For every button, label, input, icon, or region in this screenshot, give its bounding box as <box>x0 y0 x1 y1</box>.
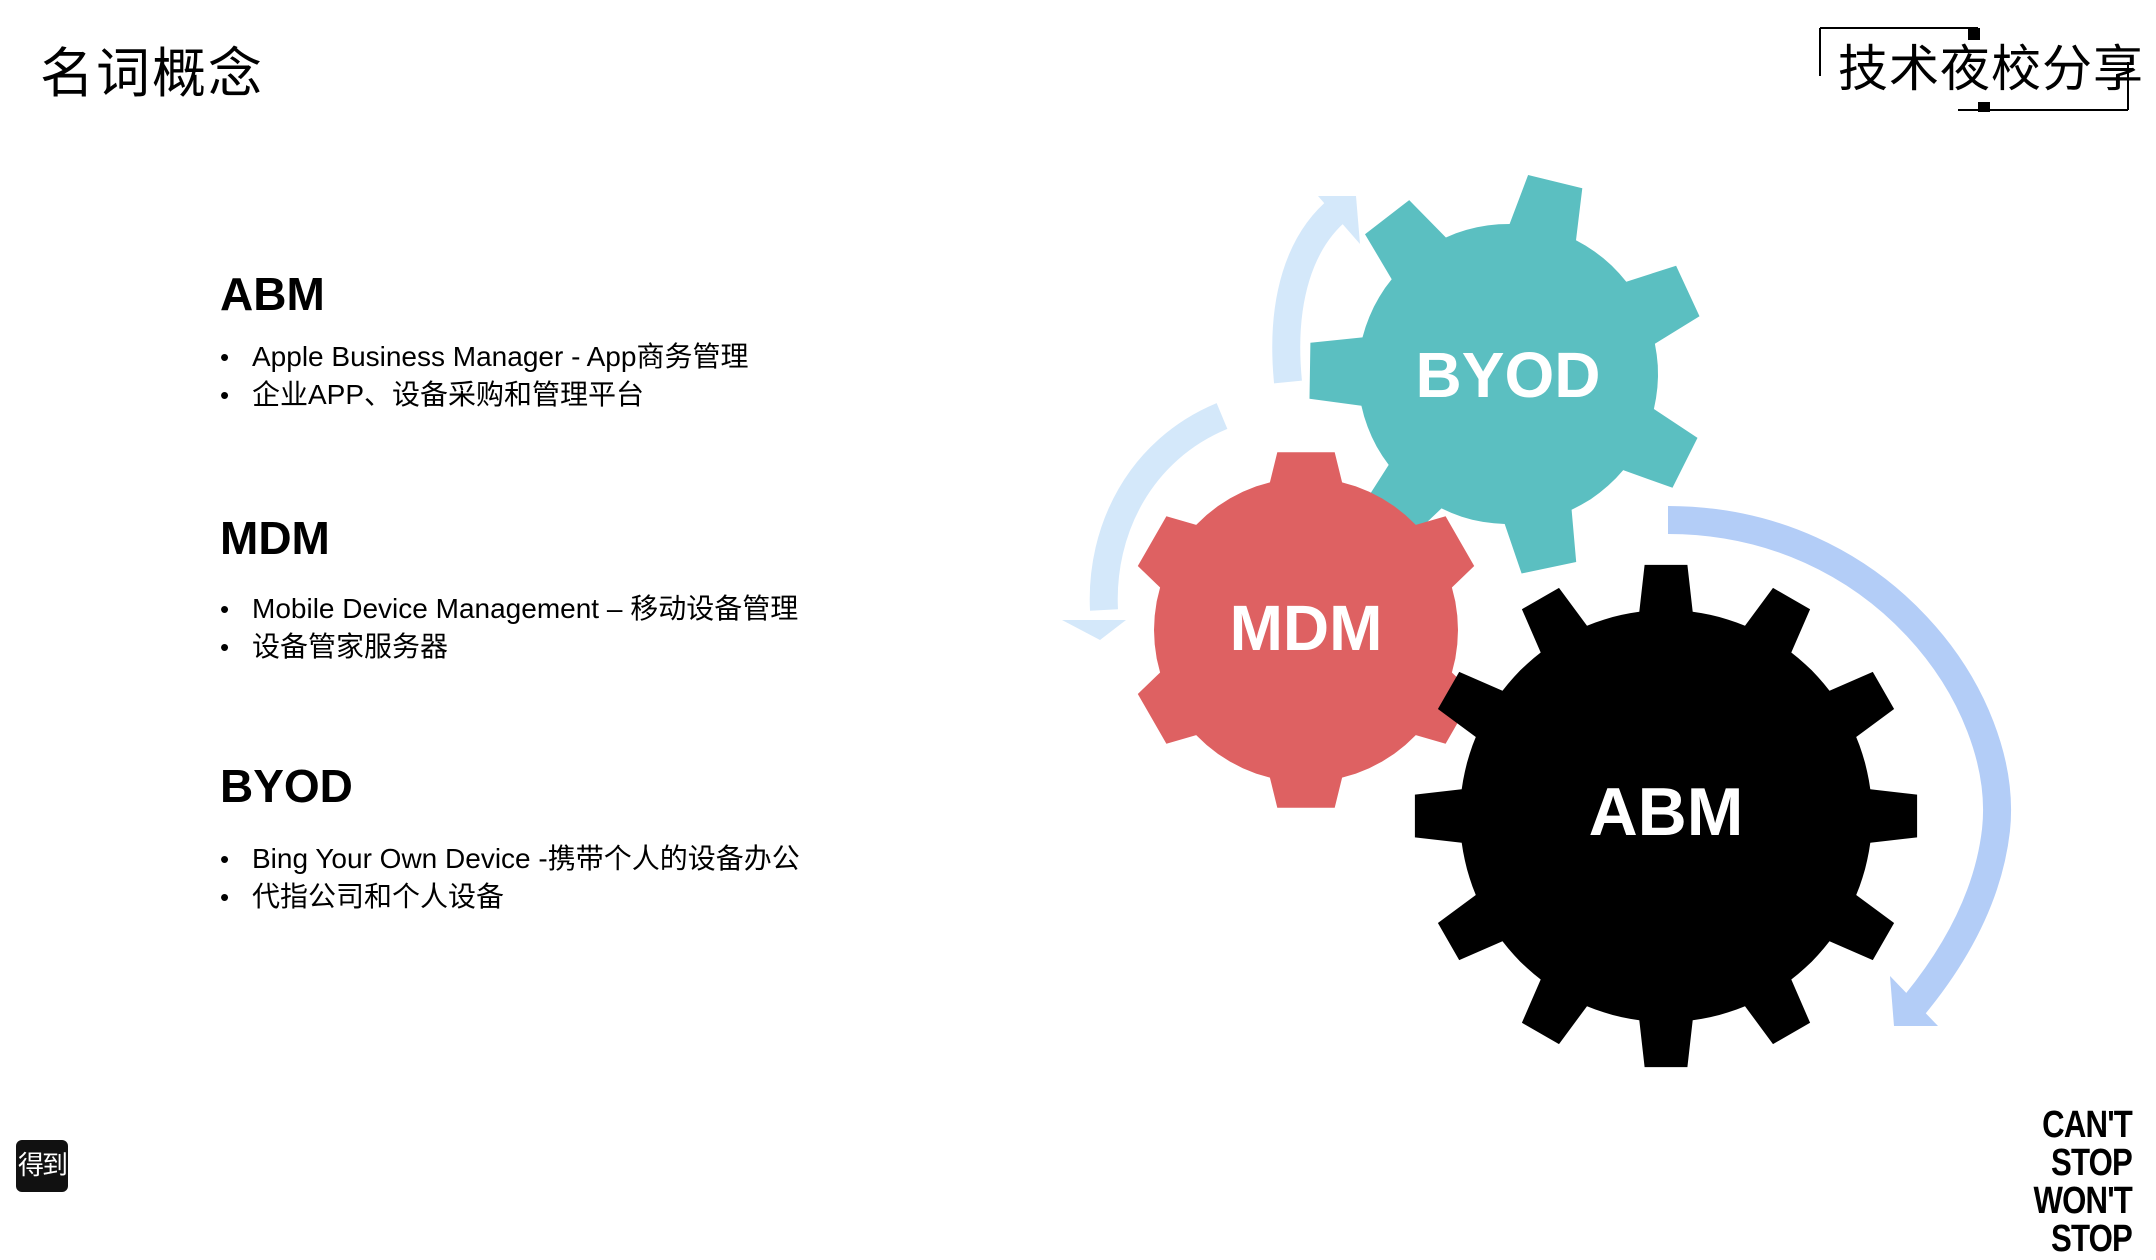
list-item: •Apple Business Manager - App商务管理 <box>220 341 749 372</box>
slogan-line: CAN'T STOP <box>2042 1104 2133 1184</box>
list-item: •代指公司和个人设备 <box>220 881 505 912</box>
slogan: CAN'T STOP WON'T STOP <box>1972 1106 2132 1258</box>
dedao-logo-icon: 得到 <box>16 1140 68 1192</box>
bullet-list: •Mobile Device Management – 移动设备管理 •设备管家… <box>220 590 798 666</box>
mdm-gear-label: MDM <box>1230 592 1383 664</box>
cycle-arrow-icon <box>1272 196 1360 384</box>
page-title: 名词概念 <box>40 42 264 105</box>
abm-gear-label: ABM <box>1589 774 1744 850</box>
section-byod: BYOD •Bing Your Own Device -携带个人的设备办公 •代… <box>220 760 800 916</box>
gear-diagram: BYOD MDM ABM <box>1062 175 2011 1068</box>
list-item: •Bing Your Own Device -携带个人的设备办公 <box>220 843 800 874</box>
section-mdm: MDM •Mobile Device Management – 移动设备管理 •… <box>220 512 798 666</box>
brand-frame <box>1819 27 2129 112</box>
gear-abm-shape <box>1414 564 1918 1068</box>
gear-mdm-shape <box>1137 452 1475 808</box>
bullet-list: •Apple Business Manager - App商务管理 •企业APP… <box>220 338 748 414</box>
cycle-arrow-icon <box>1667 506 2011 1026</box>
section-abm: ABM •Apple Business Manager - App商务管理 •企… <box>220 268 748 414</box>
slogan-line: WON'T STOP <box>2033 1180 2132 1260</box>
section-heading: MDM <box>220 512 330 564</box>
brand-title: 技术夜校分享 <box>1838 40 2144 98</box>
list-item: •设备管家服务器 <box>220 631 449 662</box>
byod-gear-label: BYOD <box>1416 339 1601 411</box>
list-item: •企业APP、设备采购和管理平台 <box>220 379 645 410</box>
gear-byod-shape <box>1309 175 1700 574</box>
bullet-list: •Bing Your Own Device -携带个人的设备办公 •代指公司和个… <box>220 840 800 916</box>
list-item: •Mobile Device Management – 移动设备管理 <box>220 593 799 624</box>
byod-gear <box>1309 175 1700 574</box>
section-heading: ABM <box>220 268 325 320</box>
mdm-gear <box>1137 452 1475 808</box>
abm-gear <box>1414 564 1918 1068</box>
brand-badge: 技术夜校分享 <box>1818 26 2143 112</box>
section-heading: BYOD <box>220 760 353 812</box>
cycle-arrow-icon <box>1062 403 1228 640</box>
